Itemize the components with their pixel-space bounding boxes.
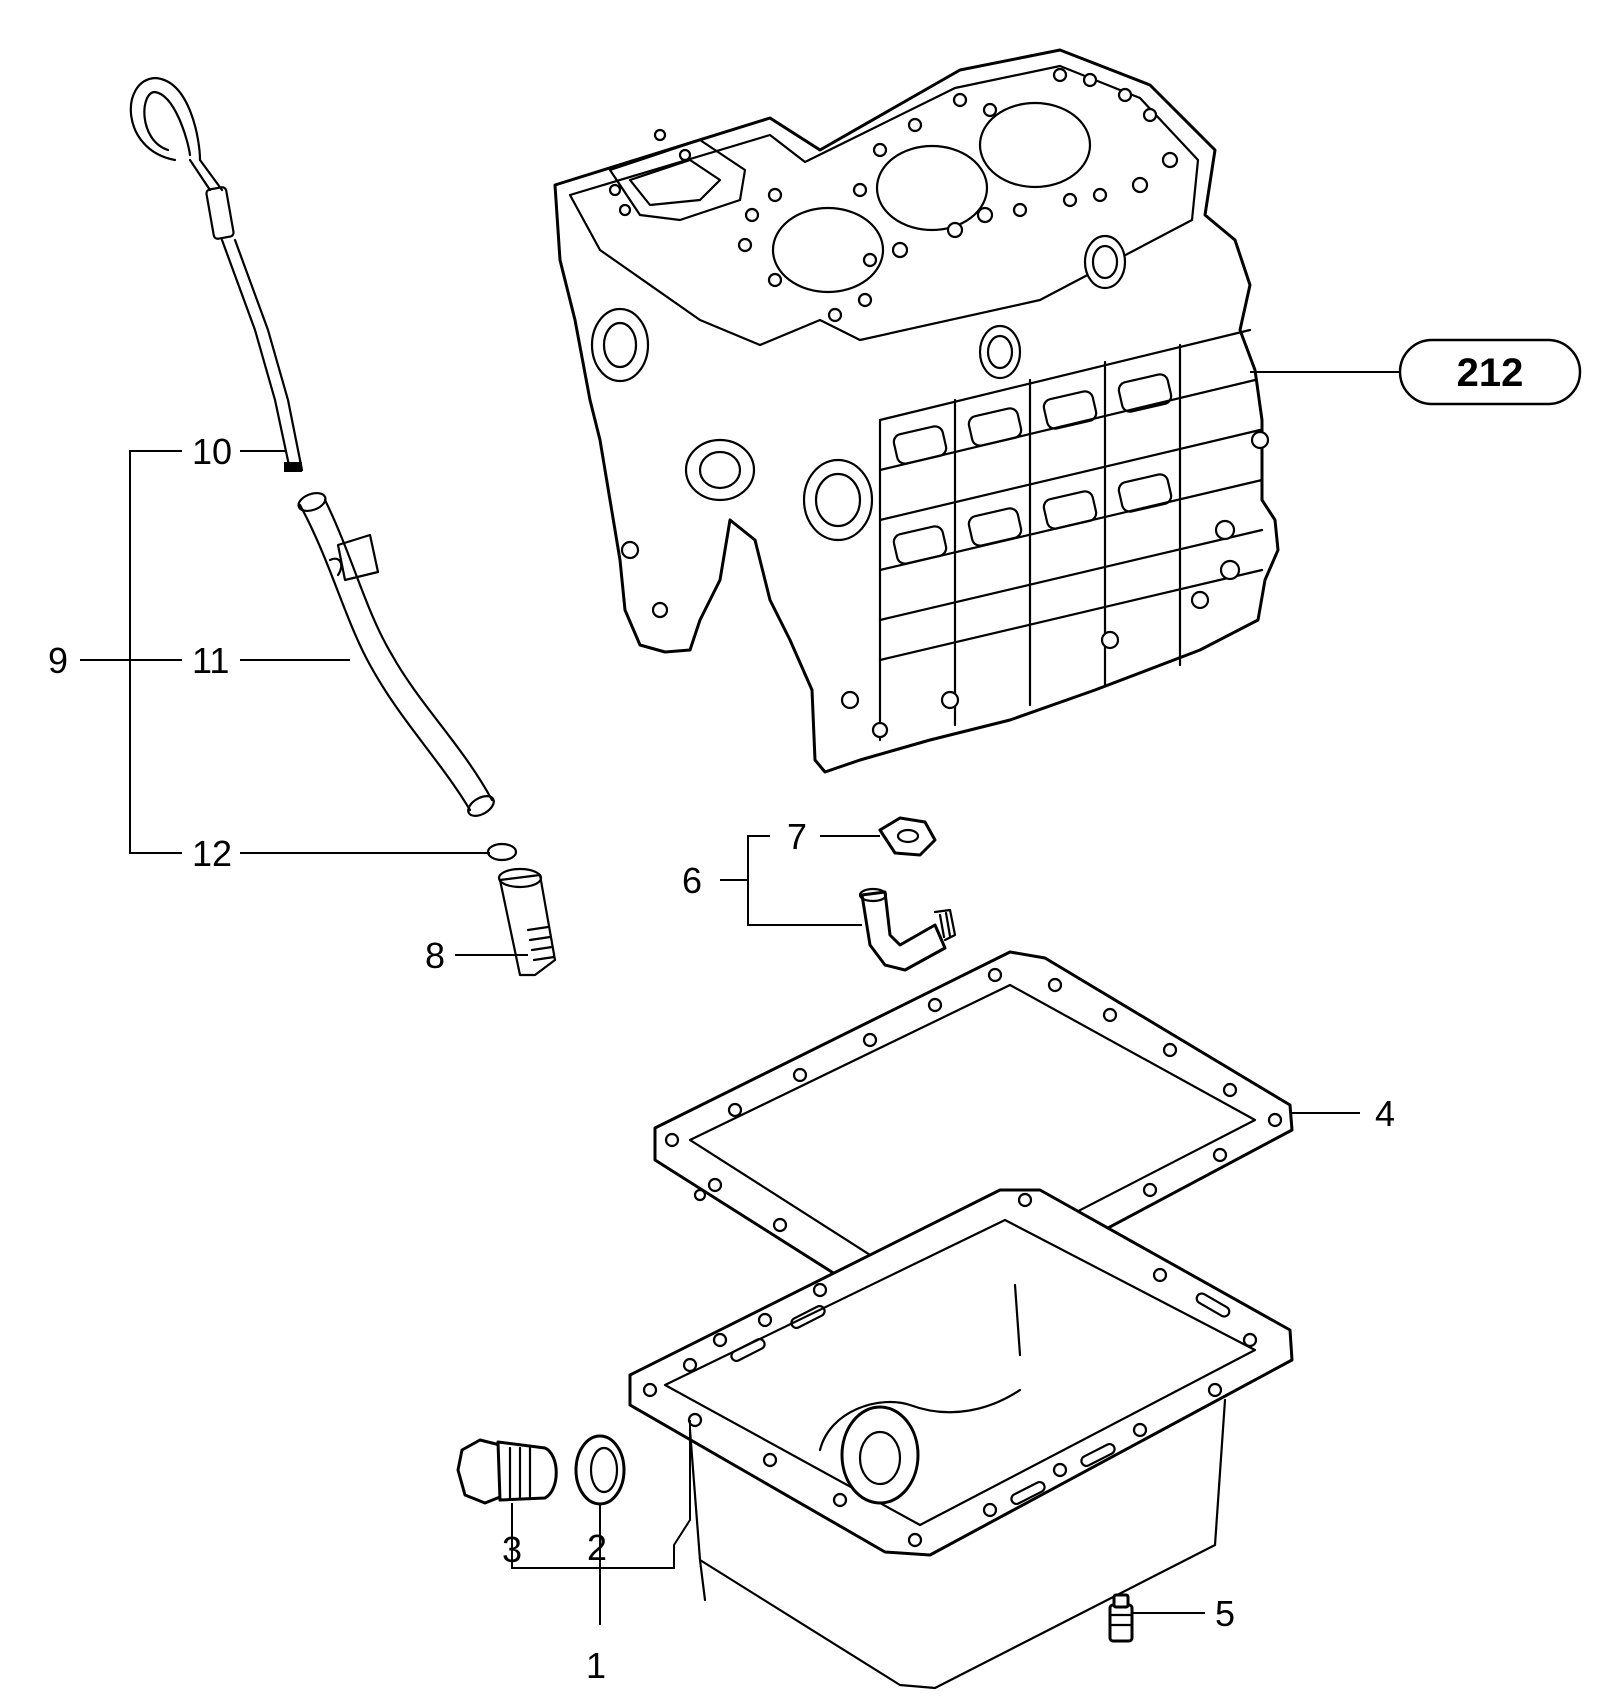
drain-plug bbox=[456, 1438, 558, 1505]
elbow-fitting bbox=[858, 887, 957, 972]
deck-holes bbox=[608, 67, 1179, 323]
cylinder-bore-3 bbox=[771, 206, 885, 294]
cylinder-bore-1 bbox=[978, 101, 1092, 189]
label-part-9: 9 bbox=[48, 640, 68, 681]
oil-strainer bbox=[497, 867, 557, 977]
part-labels: 1 2 3 4 5 6 7 8 9 10 11 12 bbox=[48, 431, 1395, 1686]
cylinder-bore-2 bbox=[875, 144, 989, 232]
label-part-5: 5 bbox=[1215, 1593, 1235, 1634]
oil-pan bbox=[628, 1188, 1294, 1690]
hex-nut bbox=[878, 816, 937, 857]
label-part-7: 7 bbox=[787, 816, 807, 857]
sealing-washer bbox=[574, 1434, 626, 1506]
label-part-1: 1 bbox=[586, 1645, 606, 1686]
reference-callout[interactable]: 212 bbox=[1250, 338, 1582, 406]
small-plug bbox=[1108, 1593, 1134, 1643]
label-part-2: 2 bbox=[587, 1527, 607, 1568]
dipstick bbox=[129, 76, 304, 472]
engine-block bbox=[553, 48, 1280, 774]
leader-lines bbox=[80, 450, 1360, 1625]
label-part-10: 10 bbox=[192, 431, 232, 472]
dipstick-guide-tube bbox=[297, 491, 495, 817]
block-ribs bbox=[878, 328, 1264, 742]
oil-pan-bolt-holes bbox=[642, 1192, 1258, 1548]
label-part-12: 12 bbox=[192, 833, 232, 874]
o-ring bbox=[486, 842, 518, 862]
reference-callout-label: 212 bbox=[1457, 351, 1524, 395]
label-part-8: 8 bbox=[425, 935, 445, 976]
label-part-3: 3 bbox=[502, 1529, 522, 1570]
label-part-11: 11 bbox=[192, 640, 229, 681]
label-part-4: 4 bbox=[1375, 1093, 1395, 1134]
label-part-6: 6 bbox=[682, 860, 702, 901]
